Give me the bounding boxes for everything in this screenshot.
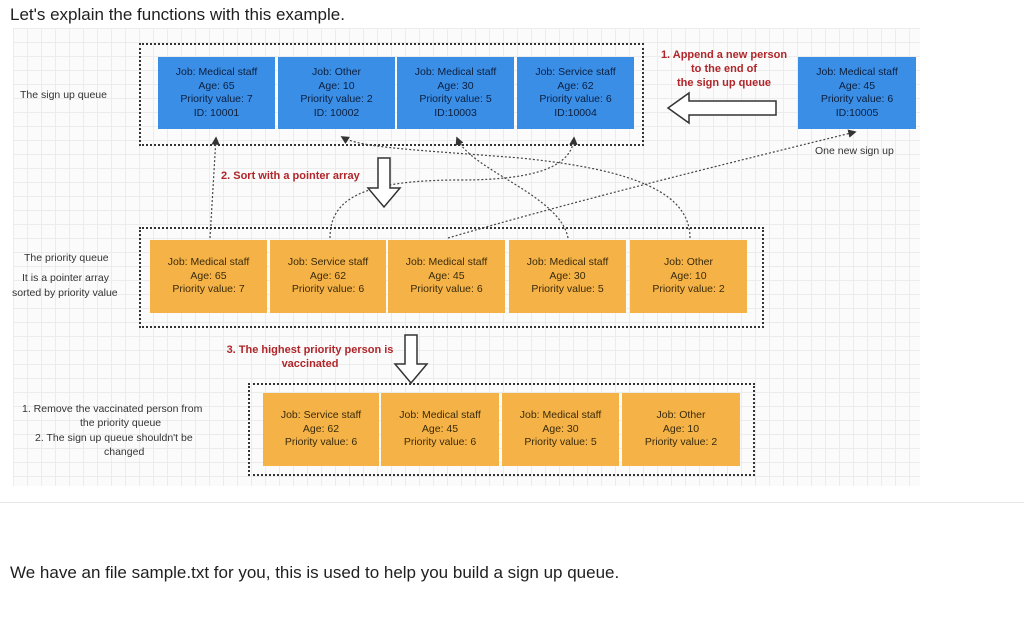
signup-1-id: ID: 10001 [193,106,240,119]
new-person-box: Job: Medical staff Age: 45 Priority valu… [798,57,916,129]
after-3-age: Age: 30 [542,422,579,435]
signup-4-age: Age: 62 [557,79,594,92]
append-arrow [666,91,777,125]
signup-1-job: Job: Medical staff [175,66,258,78]
new-person-id: ID:10005 [835,106,879,119]
step-append-line-3: the sign up queue [676,77,772,89]
priority-4-priority: Priority value: 5 [531,283,604,296]
priority-box-5: Job: Other Age: 10 Priority value: 2 [630,240,747,313]
pointer-line-3 [447,129,857,239]
new-person-priority: Priority value: 6 [820,93,894,105]
signup-box-3: Job: Medical staff Age: 30 Priority valu… [397,57,514,129]
step-vaccinate-line-1: 3. The highest priority person is [226,344,394,356]
signup-box-2: Job: Other Age: 10 Priority value: 2 ID:… [278,57,395,129]
priority-queue-frame [139,227,764,328]
signup-4-id: ID:10004 [554,106,597,119]
priority-5-priority: Priority value: 2 [652,283,725,296]
after-2-age: Age: 45 [421,422,459,435]
after-box-4: Job: Other Age: 10 Priority value: 2 [622,393,740,466]
signup-3-priority: Priority value: 5 [419,93,492,105]
after-2-priority: Priority value: 6 [403,436,477,449]
page-heading: Let's explain the functions with this ex… [10,5,345,24]
signup-3-job: Job: Medical staff [414,66,497,78]
after-2-job: Job: Medical staff [399,409,481,422]
remove-note-1: 1. Remove the vaccinated person from [22,403,203,415]
remove-note-3: 2. The sign up queue shouldn't be [35,432,193,444]
new-person-age: Age: 45 [838,79,876,92]
priority-1-priority: Priority value: 7 [172,283,245,296]
priority-1-age: Age: 65 [190,269,227,282]
signup-4-priority: Priority value: 6 [539,93,612,105]
priority-queue-label: The priority queue [24,252,109,264]
after-box-1: Job: Service staff Age: 62 Priority valu… [263,393,379,466]
signup-2-age: Age: 10 [318,79,355,92]
priority-queue-desc-1: It is a pointer array [22,272,109,284]
section-divider [0,502,1024,503]
priority-2-job: Job: Service staff [287,256,369,269]
pointer-line-1 [209,136,220,239]
priority-3-age: Age: 45 [428,269,465,282]
new-person-job: Job: Medical staff [816,66,898,78]
signup-box-1: Job: Medical staff Age: 65 Priority valu… [158,57,275,129]
priority-5-age: Age: 10 [670,269,707,282]
priority-1-job: Job: Medical staff [167,256,250,269]
priority-3-job: Job: Medical staff [405,256,488,269]
priority-5-job: Job: Other [663,256,714,269]
after-4-priority: Priority value: 2 [644,436,718,449]
after-1-job: Job: Service staff [280,409,362,422]
after-1-priority: Priority value: 6 [284,436,358,449]
priority-2-age: Age: 62 [309,269,347,282]
priority-box-2: Job: Service staff Age: 62 Priority valu… [270,240,386,313]
after-box-3: Job: Medical staff Age: 30 Priority valu… [502,393,619,466]
sort-arrow [366,157,402,209]
after-box-2: Job: Medical staff Age: 45 Priority valu… [381,393,499,466]
signup-2-id: ID: 10002 [313,106,360,119]
new-signup-label: One new sign up [815,145,894,157]
signup-4-job: Job: Service staff [535,66,616,78]
signup-box-4: Job: Service staff Age: 62 Priority valu… [517,57,634,129]
signup-1-priority: Priority value: 7 [180,93,253,105]
signup-2-priority: Priority value: 2 [300,93,373,105]
vaccinate-arrow [393,334,429,385]
signup-3-age: Age: 30 [437,79,474,92]
pointer-line-5 [340,136,691,239]
remove-note-4: changed [104,446,145,458]
signup-2-job: Job: Other [311,66,362,78]
footer-text: We have an file sample.txt for you, this… [10,563,620,582]
after-4-age: Age: 10 [662,422,700,435]
pointer-line-2 [329,136,578,239]
priority-box-4: Job: Medical staff Age: 30 Priority valu… [509,240,626,313]
step-append-line-1: 1. Append a new person [660,49,788,61]
priority-3-priority: Priority value: 6 [410,283,483,296]
priority-4-age: Age: 30 [549,269,586,282]
signup-queue-frame [139,43,644,146]
after-1-age: Age: 62 [302,422,340,435]
step-vaccinate-line-2: vaccinated [281,358,339,370]
priority-box-3: Job: Medical staff Age: 45 Priority valu… [388,240,505,313]
priority-4-job: Job: Medical staff [526,256,609,269]
signup-queue-label: The sign up queue [20,89,107,101]
remove-note-2: the priority queue [80,417,162,429]
step-sort: 2. Sort with a pointer array [221,170,360,182]
step-append-line-2: to the end of [691,63,757,75]
priority-queue-desc-2: sorted by priority value [12,287,118,299]
after-vaccination-frame [248,383,755,476]
priority-box-1: Job: Medical staff Age: 65 Priority valu… [150,240,267,313]
after-3-job: Job: Medical staff [519,409,602,422]
after-3-priority: Priority value: 5 [524,436,597,449]
after-4-job: Job: Other [656,409,706,422]
pointer-line-4 [455,136,569,239]
signup-3-id: ID:10003 [434,106,477,119]
priority-2-priority: Priority value: 6 [291,283,365,296]
signup-1-age: Age: 65 [198,79,235,92]
